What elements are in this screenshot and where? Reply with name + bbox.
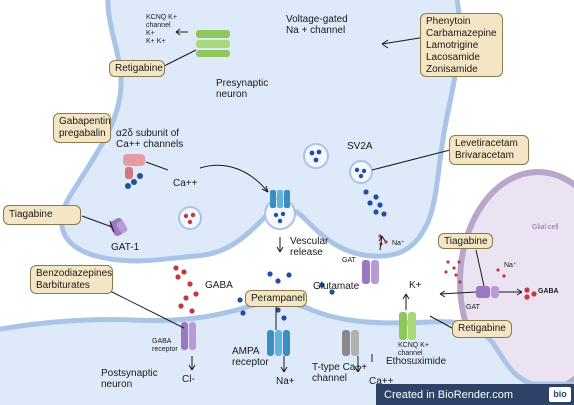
retigabine-bottom-label: Retigabine <box>458 323 506 334</box>
vesicular-release-label: Vescular release <box>290 236 328 258</box>
gat-presynaptic <box>362 260 379 284</box>
tiagabine-right-box: Tiagabine <box>438 233 493 249</box>
biorender-watermark[interactable]: Created in BioRender.com bio <box>376 384 574 405</box>
kcnq-channel-top <box>196 30 230 57</box>
na-ampa-label: Na+ <box>276 376 295 387</box>
gat1-label: GAT-1 <box>111 242 140 253</box>
tiagabine-left-box: Tiagabine <box>3 205 81 225</box>
brivaracetam-label: Brivaracetam <box>455 150 514 161</box>
phenytoin-label: Phenytoin <box>426 16 471 27</box>
gaba-receptor-shape <box>181 322 196 350</box>
presynaptic-label: Presynaptic neuron <box>216 78 268 100</box>
t-type-line2: channel <box>312 373 348 384</box>
ethosuximide-label: Ethosuximide <box>386 356 447 367</box>
sv2a-label: SV2A <box>347 141 373 152</box>
biorender-logo-icon: bio <box>549 387 571 402</box>
na-channel-line2: Na + channel <box>286 25 346 36</box>
a2d-line1: α2δ subunit of <box>116 128 180 139</box>
na-channel-line1: Voltage-gated <box>286 14 348 25</box>
lacosamide-label: Lacosamide <box>426 52 480 63</box>
synaptic-glutamate <box>237 189 387 321</box>
retigabine-bottom-box: Retigabine <box>452 320 512 338</box>
levetiracetam-label: Levetiracetam <box>455 138 518 149</box>
vesicle-contents <box>183 149 367 225</box>
retigabine-top-label: Retigabine <box>115 63 163 74</box>
gaba-receptor-label: GABA receptor <box>152 338 178 354</box>
gabapentin-label: Gabapentin <box>59 116 111 127</box>
watermark-text: Created in BioRender.com <box>384 388 514 401</box>
benzodiazepines-label: Benzodiazepines <box>36 268 113 279</box>
vesicle <box>178 206 202 230</box>
lamotrigine-label: Lamotrigine <box>426 40 479 51</box>
perampanel-label: Perampanel <box>251 293 305 304</box>
kcnq-bottom-line2: channel <box>398 350 423 357</box>
na-small-label: Na⁺ <box>392 240 405 247</box>
t-type-label: T-type Ca++ channel <box>312 362 367 384</box>
vesicle <box>303 143 329 169</box>
vesicle-ca-channel <box>270 190 290 208</box>
postsynaptic-label: Postsynaptic neuron <box>101 368 158 390</box>
glial-cell-label: Glial cell <box>532 224 559 231</box>
gat-glial-label: GAT <box>466 304 480 311</box>
kcnq-top-line4: K+ K+ <box>146 38 166 45</box>
synaptic-gaba <box>173 265 199 314</box>
a2d-subunit <box>123 154 145 189</box>
presynaptic-line1: Presynaptic <box>216 78 269 89</box>
gaba-receptor-line2: receptor <box>152 346 178 353</box>
kcnq-bottom-label: KCNQ K+ channel <box>398 342 429 358</box>
ampa-line2: receptor <box>232 357 269 368</box>
ampa-label: AMPA receptor <box>232 346 269 368</box>
kcnq-top-label: KCNQ K+ channel K+ K+ K+ <box>146 14 177 46</box>
connectors <box>81 28 523 373</box>
vesicular-release-line1: Vescular <box>290 236 329 247</box>
gaba-glial-label: GABA <box>538 288 559 295</box>
vesicular-release-line2: release <box>290 247 323 258</box>
gaba-receptor-line1: GABA <box>152 338 172 345</box>
t-type-line1: T-type Ca++ <box>312 362 368 373</box>
ca-t-label: Ca++ <box>369 376 394 387</box>
ampa-line1: AMPA <box>232 346 260 357</box>
vesicle <box>349 160 373 184</box>
a2d-label: α2δ subunit of Ca++ channels <box>116 128 183 150</box>
ca-label: Ca++ <box>173 178 198 189</box>
na-glial-label: Na⁺ <box>504 262 517 269</box>
gabapentin-box: Gabapentin pregabalin <box>53 113 111 143</box>
tiagabine-left-label: Tiagabine <box>9 209 53 220</box>
a2d-line2: Ca++ channels <box>116 139 184 150</box>
gat-presynaptic-label: GAT <box>342 257 356 264</box>
kcnq-top-line1: KCNQ K+ <box>146 14 177 21</box>
cl-label: Cl- <box>182 374 195 385</box>
ampa-receptor-shape <box>267 330 290 356</box>
k-plus-label: K+ <box>409 280 422 291</box>
barbiturates-label: Barbiturates <box>36 280 90 291</box>
na-dots <box>378 234 537 300</box>
perampanel-box: Perampanel <box>245 290 307 307</box>
kcnq-bottom-line1: KCNQ K+ <box>398 342 429 349</box>
t-type-channel-shape <box>342 330 359 356</box>
pregabalin-label: pregabalin <box>59 128 106 139</box>
retigabine-top-box: Retigabine <box>109 60 165 77</box>
gaba-label: GABA <box>205 280 233 291</box>
kcnq-top-line3: K+ <box>146 30 155 37</box>
zonisamide-label: Zonisamide <box>426 64 478 75</box>
gat-glial <box>476 286 499 298</box>
presynaptic-line2: neuron <box>216 89 248 100</box>
benzodiazepines-box: Benzodiazepines Barbiturates <box>30 265 113 294</box>
na-channel-label: Voltage-gated Na + channel <box>286 14 348 36</box>
postsynaptic-line2: neuron <box>101 379 133 390</box>
carbamazepine-label: Carbamazepine <box>426 28 497 39</box>
sodium-channel-drugs-box: Phenytoin Carbamazepine Lamotrigine Laco… <box>420 13 503 77</box>
glutamate-label: Glutamate <box>313 281 360 292</box>
tiagabine-right-label: Tiagabine <box>444 236 488 247</box>
kcnq-channel-bottom <box>399 312 416 340</box>
postsynaptic-line1: Postsynaptic <box>101 368 158 379</box>
kcnq-top-line2: channel <box>146 22 171 29</box>
levetiracetam-box: Levetiracetam Brivaracetam <box>449 135 529 165</box>
